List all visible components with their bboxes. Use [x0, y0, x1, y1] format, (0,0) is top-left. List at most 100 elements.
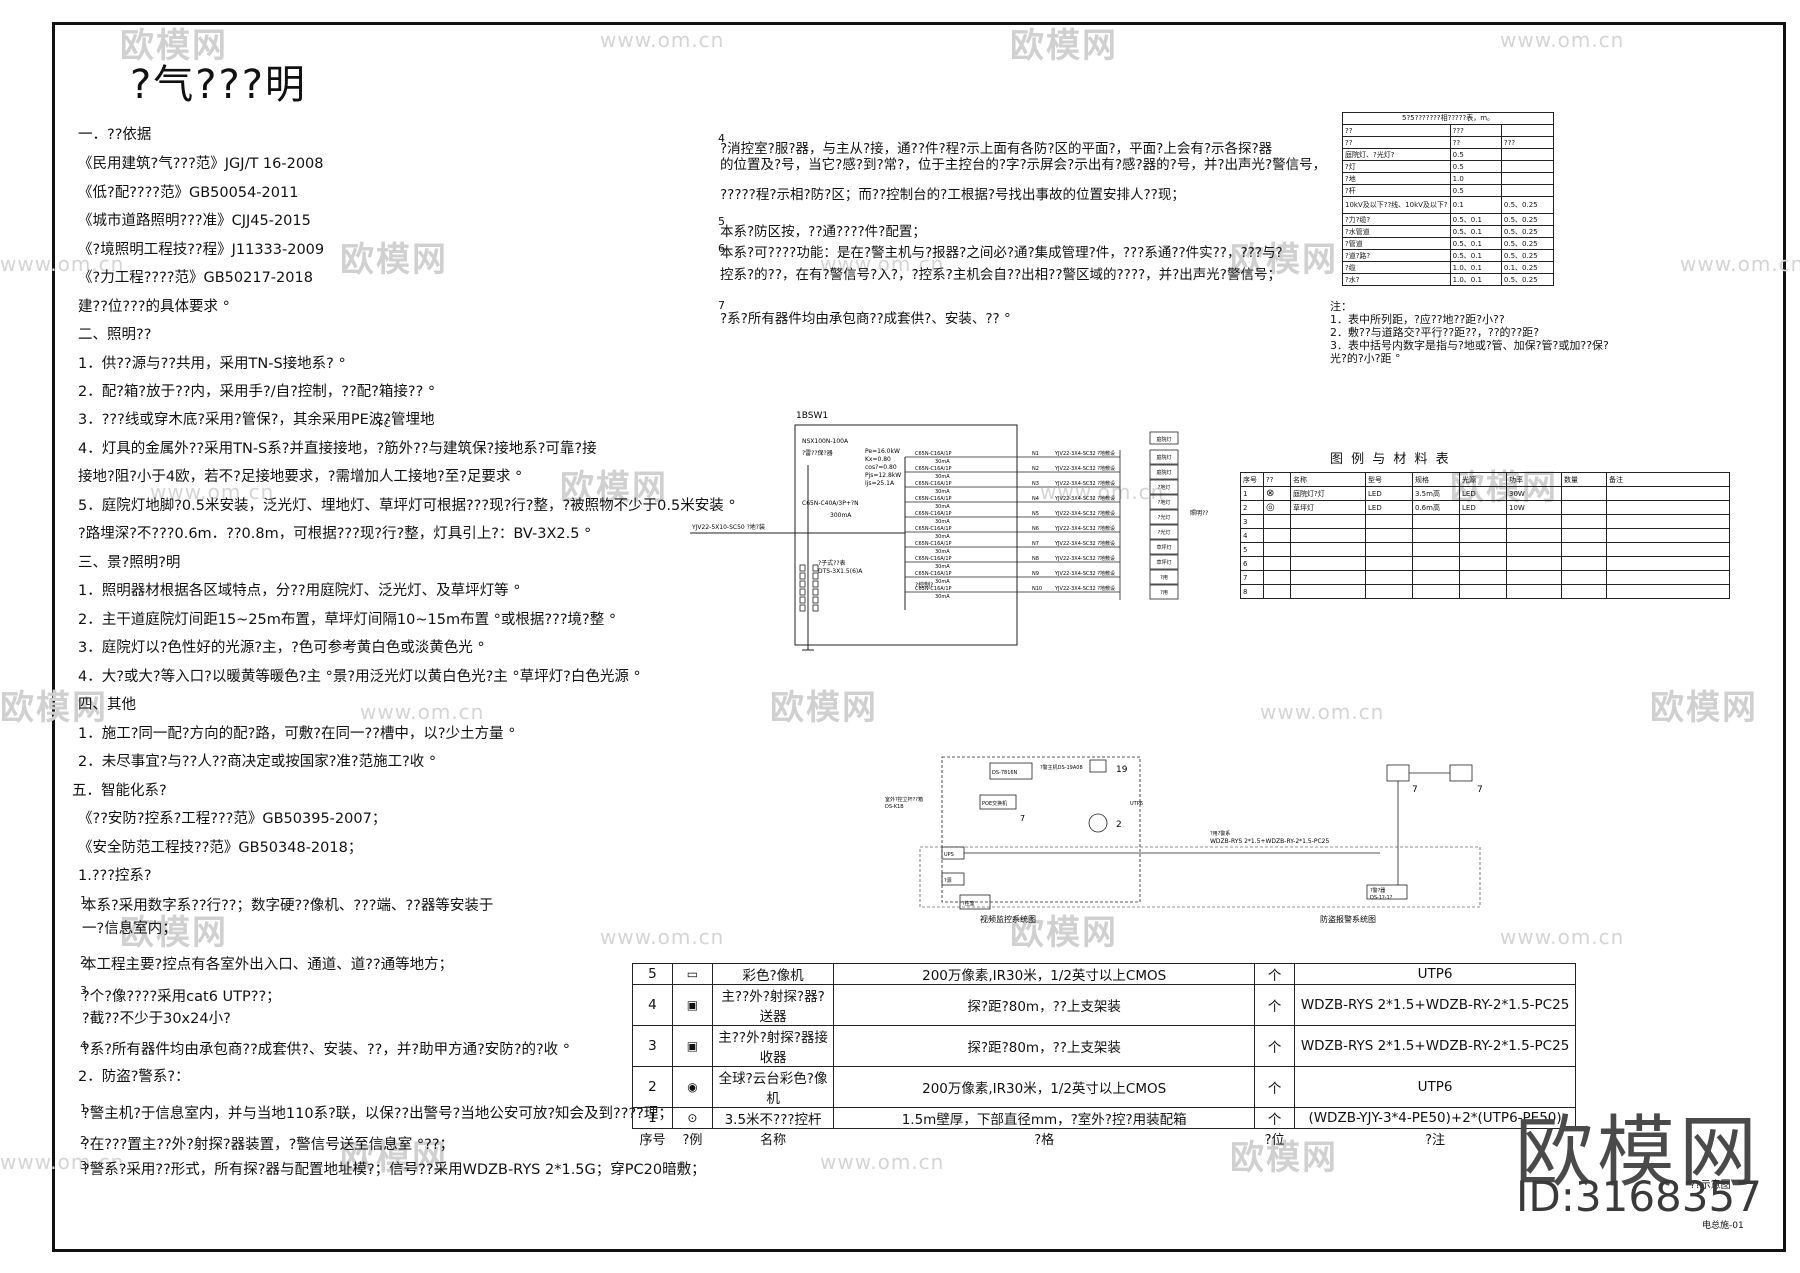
branch-breaker-label: C65N-C16A/1P [915, 466, 952, 472]
table-cell: 2 [1240, 500, 1264, 515]
table-cell [1459, 528, 1507, 543]
branch-breaker-label: C65N-C16A/1P [915, 556, 952, 562]
branch-cable-label: YJV22-3X4-SC32 ?地敷设 [1054, 540, 1115, 547]
table-cell: 1 [1240, 486, 1264, 501]
alarm-host-label: ?警主机DS-19A08 [1040, 764, 1083, 771]
table-cell: ⊗ [1263, 486, 1291, 501]
table-row: ??????? [1342, 136, 1555, 149]
detector-pair-count: 7 [1412, 785, 1418, 795]
load-cell [1149, 464, 1179, 480]
table-cell [1561, 486, 1607, 501]
branch-rcd-label: 30mA [935, 504, 950, 510]
table-cell [1606, 584, 1730, 599]
table-cell: 0.1、0.25 [1500, 261, 1555, 274]
table-cell: 1.0、0.1 [1449, 261, 1502, 274]
note-line: ?????程?示相?防?区；而??控制台的?工根据?号找出事故的位置安排人??现… [720, 187, 1185, 203]
circuit-number: N7 [1032, 541, 1039, 547]
page-title: ?气???明 [130, 62, 307, 108]
note-item-number: 1 [80, 894, 87, 907]
branch-rcd-label: 30mA [935, 564, 950, 570]
nvr-box [989, 762, 1033, 780]
pole-icon: ⊙ [687, 1111, 698, 1125]
load-header-cell [1149, 431, 1179, 445]
watermark-url-text: www.om.cn [1260, 700, 1385, 724]
watermark-url-text: www.om.cn [1500, 925, 1625, 949]
dome-camera-count: 2 [1116, 820, 1122, 830]
note-line: 3．???线或穿木底?采用?管保?，其余采用PE波?管埋地 [78, 412, 435, 428]
table-cell [1459, 556, 1507, 571]
table-cell: 全球?云台彩色?像机 [711, 1066, 835, 1108]
load-parameter: Kx=0.80 [865, 456, 891, 463]
table-cell: 草坪灯 [1290, 500, 1366, 515]
note-line: 5．庭院灯地脚?0.5米安装，泛光灯、埋地灯、草坪灯可根据???现?行?整，?被… [78, 498, 736, 514]
ups-label: UPS [944, 852, 954, 858]
note-line: 一．??依据 [78, 127, 152, 143]
circuit-number: N5 [1032, 511, 1039, 517]
table-cell: 0.5、0.25 [1500, 225, 1555, 238]
watermark-url-text: www.om.cn [0, 1150, 125, 1174]
load-label: 草坪灯 [1156, 559, 1171, 566]
table-cell [1606, 486, 1730, 501]
diagram-caption: 视频监控系统图 [980, 914, 1036, 924]
diagram-caption: 防盗报警系统图 [1320, 914, 1376, 924]
branch-rcd-label: 30mA [935, 474, 950, 480]
load-label: ?用 [1160, 575, 1168, 581]
table-cell: 个 [1254, 1025, 1296, 1067]
table-cell: 1.0、0.1 [1449, 273, 1502, 286]
power-box [941, 872, 965, 886]
table-cell [1263, 528, 1291, 543]
table-cell: 1 [632, 1107, 673, 1129]
note-item-number: 4 [718, 132, 725, 145]
note-line: 2．主干道庭院灯间距15~25m布置，草坪灯间隔10~15m布置 °或根据???… [78, 612, 617, 628]
table-cell [1606, 528, 1730, 543]
terminal-block [799, 588, 806, 596]
table-cell: ?杆 [1342, 184, 1451, 197]
spec-table-notes: 注：1．表中所列距，?应??地??距?小??2．敷??与道路交?平行??距??，… [1330, 300, 1609, 365]
load-parameter: Ijs=25.1A [865, 480, 895, 487]
note-item-number: 2 [80, 954, 87, 967]
table-cell [1500, 184, 1555, 197]
watermark-url-text: www.om.cn [1680, 252, 1800, 276]
table-cell: ?道?路? [1342, 249, 1451, 262]
watermark-brand-text: 欧模网 [1650, 688, 1758, 728]
table-cell: 5 [1240, 542, 1264, 557]
note-line: 《??安防?控系?工程???范》GB50395-2007； [78, 811, 387, 827]
note-line: 《?力工程????范》GB50217-2018 [78, 270, 313, 286]
detector-count: 7 [1020, 814, 1025, 823]
alarm-bus-cable: WDZB-RYS 2*1.5+WDZB-RY-2*1.5-PC25 [1210, 838, 1329, 845]
note-item-number: 7 [718, 299, 725, 312]
table-cell: ▣ [671, 984, 713, 1026]
table-cell: ◉ [671, 1066, 713, 1108]
table-cell [1365, 584, 1413, 599]
table-row: 6 [1240, 556, 1730, 571]
table-cell: 0.5、0.25 [1500, 273, 1555, 286]
note-line: 接地?阻?小于4欧，若不?足接地要求，?需增加人工接地?至?足要求 ° [78, 469, 523, 485]
incoming-breaker-label: NSX100N-100A [802, 438, 849, 445]
cable-note: ?用?警系 [1210, 830, 1230, 837]
note-line: 4．大?或大?等入口?以暖黄等暖色?主 °景?用泛光灯以黄白色光?主 °草坪灯?… [78, 669, 641, 685]
table-cell [1506, 570, 1562, 585]
table-cell: 200万像素,IR30米，1/2英寸以上CMOS [833, 963, 1256, 985]
table-cell: ?位 [1254, 1128, 1295, 1148]
table-cell: 5 [632, 963, 673, 985]
note-line: 《低?配????范》GB50054-2011 [78, 185, 299, 201]
watermark-brand-text: 欧模网 [1010, 26, 1118, 66]
note-line: ?警系?采用??形式，所有探?器与配置地址模?；信号??采用WDZB-RYS 2… [82, 1162, 706, 1178]
terminal-block [812, 604, 819, 612]
table-cell: ?格 [833, 1128, 1255, 1148]
spec-table-title: 5?5???????相?????表，m。 [1342, 112, 1554, 124]
table-cell: 0.5、0.1 [1449, 249, 1502, 262]
circuit-number: N1 [1032, 451, 1039, 457]
table-cell [1412, 570, 1460, 585]
note-line: 本工程主要?控点有各室外出入口、通道、道??通等地方； [82, 957, 454, 973]
table-cell [1606, 542, 1730, 557]
table-cell [1506, 514, 1562, 529]
ir-emitter-icon: ▣ [686, 998, 699, 1012]
bullet-camera-icon: ▭ [686, 967, 699, 981]
